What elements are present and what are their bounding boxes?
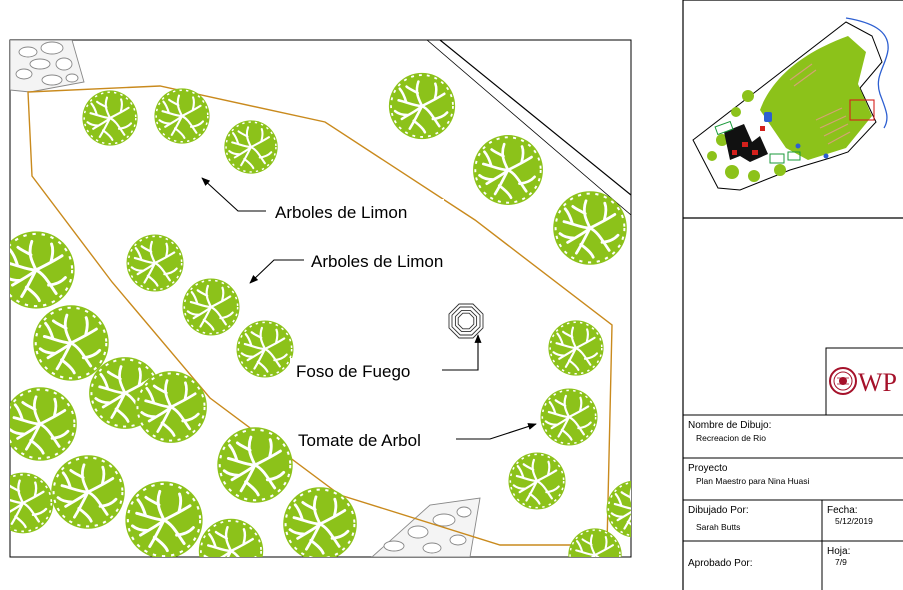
label-lemon-trees-top: Arboles de Limon bbox=[275, 203, 407, 222]
label-tree-tomato: Tomate de Arbol bbox=[298, 431, 421, 450]
boundary-line-inner bbox=[426, 40, 631, 216]
date-label: Fecha: bbox=[827, 505, 858, 516]
tree-canopy-icon bbox=[547, 319, 605, 377]
sheet-value: 7/9 bbox=[835, 557, 847, 567]
octagon-icon bbox=[448, 303, 484, 339]
project-label: Proyecto bbox=[688, 463, 728, 474]
tree-canopy-icon bbox=[197, 517, 265, 557]
tree-canopy-icon bbox=[125, 233, 185, 293]
tree-canopy-icon bbox=[223, 119, 279, 175]
drawing-name-value: Recreacion de Rio bbox=[696, 433, 766, 443]
tree-canopy-icon bbox=[281, 485, 359, 557]
stone-paving-bottom bbox=[371, 497, 481, 557]
tree-canopy-icon bbox=[387, 71, 457, 141]
tree-canopy-icon bbox=[235, 319, 295, 379]
arrow-icon bbox=[456, 423, 537, 440]
tree-canopy-icon bbox=[507, 451, 567, 511]
tree-canopy-icon bbox=[181, 277, 241, 337]
tree-canopy-icon bbox=[567, 527, 623, 557]
arrow-icon bbox=[442, 334, 482, 371]
arrow-icon bbox=[249, 259, 304, 284]
tree-canopy-icon bbox=[153, 87, 211, 145]
logo-text: WP bbox=[858, 368, 897, 397]
tree-canopy-icon bbox=[10, 229, 77, 311]
river-line bbox=[845, 17, 889, 129]
tree-canopy-icon bbox=[81, 89, 139, 147]
stone-paving-top bbox=[10, 40, 85, 93]
title-block: WP Nombre de Dibujo: Recreacion de Rio P… bbox=[682, 0, 903, 590]
date-value: 5/12/2019 bbox=[835, 516, 873, 526]
boundary-line bbox=[439, 40, 631, 196]
tree-canopy-icon bbox=[551, 189, 629, 267]
tree-canopy-icon bbox=[31, 303, 111, 383]
project-value: Plan Maestro para Nina Huasi bbox=[696, 476, 810, 486]
arrow-icon bbox=[201, 177, 266, 212]
sheet-label: Hoja: bbox=[827, 546, 850, 557]
tree-canopy-icon bbox=[605, 479, 631, 539]
tree-canopy-icon bbox=[215, 425, 295, 505]
tree-canopy-icon bbox=[539, 387, 599, 447]
approved-by-label: Aprobado Por: bbox=[688, 558, 753, 569]
drawn-by-value: Sarah Butts bbox=[696, 522, 740, 532]
tree-canopy-icon bbox=[133, 369, 209, 445]
label-lemon-trees-mid: Arboles de Limon bbox=[311, 252, 443, 271]
drawing-name-label: Nombre de Dibujo: bbox=[688, 420, 771, 431]
key-map-highlight bbox=[849, 99, 875, 121]
site-plan: Arboles de Limon Arboles de Limon Foso d… bbox=[9, 39, 632, 558]
tree-canopy-icon bbox=[123, 479, 205, 557]
tree-canopy-icon bbox=[10, 385, 79, 463]
seal-icon bbox=[829, 367, 857, 395]
garden-path-outline bbox=[27, 85, 613, 546]
key-map bbox=[692, 17, 889, 191]
drawn-by-label: Dibujado Por: bbox=[688, 505, 749, 516]
leaders bbox=[201, 177, 537, 440]
label-fire-pit: Foso de Fuego bbox=[296, 362, 410, 381]
tree-canopy-icon bbox=[49, 453, 127, 531]
tree-canopy-icon bbox=[471, 133, 545, 207]
